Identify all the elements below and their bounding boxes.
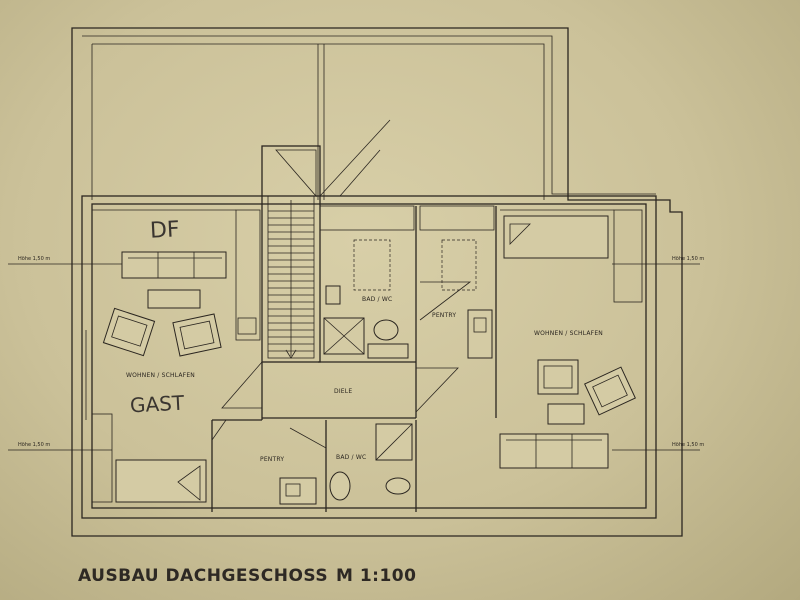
interior-walls (91, 205, 643, 512)
stair (261, 119, 391, 363)
right-bed (503, 215, 609, 259)
plan-title: AUSBAU DACHGESCHOSS (78, 566, 329, 586)
left-sofa (121, 251, 227, 279)
height-label-left-upper: Höhe 1,50 m (18, 256, 51, 262)
section-lines (8, 263, 700, 451)
left-armchair-1 (102, 307, 156, 357)
right-coffee-table (547, 403, 585, 425)
height-label-right-upper: Höhe 1,50 m (672, 256, 705, 262)
room-label-bad-upper: BAD / WC (362, 296, 393, 303)
room-label-diele: DIELE (334, 388, 353, 395)
handwritten-note-gast: GAST (129, 390, 185, 418)
left-bed (115, 459, 207, 503)
height-label-right-lower: Höhe 1,50 m (672, 442, 705, 448)
handwritten-note-top: DF (149, 217, 181, 244)
room-label-bad-lower: BAD / WC (336, 454, 367, 461)
room-label-wohnen-left: WOHNEN / SCHLAFEN (126, 372, 195, 379)
left-armchair-2 (172, 313, 222, 357)
lower-pentry-fixtures (279, 477, 317, 505)
roof-outline (71, 27, 683, 537)
upper-bathroom-fixtures (323, 239, 409, 359)
height-label-left-lower: Höhe 1,50 m (18, 442, 51, 448)
outer-walls (81, 195, 657, 519)
right-sofa (499, 433, 609, 469)
room-label-pentry-upper: PENTRY (432, 312, 457, 319)
room-label-wohnen-right: WOHNEN / SCHLAFEN (534, 330, 603, 337)
upper-pentry-fixtures (441, 239, 493, 359)
room-label-pentry-lower: PENTRY (260, 456, 285, 463)
right-armchair-2 (584, 366, 636, 416)
door-swings (211, 281, 472, 449)
right-armchair-1 (537, 359, 579, 395)
plan-scale: M 1:100 (336, 566, 417, 586)
lower-bathroom-fixtures (329, 423, 413, 501)
left-coffee-table (147, 289, 201, 309)
